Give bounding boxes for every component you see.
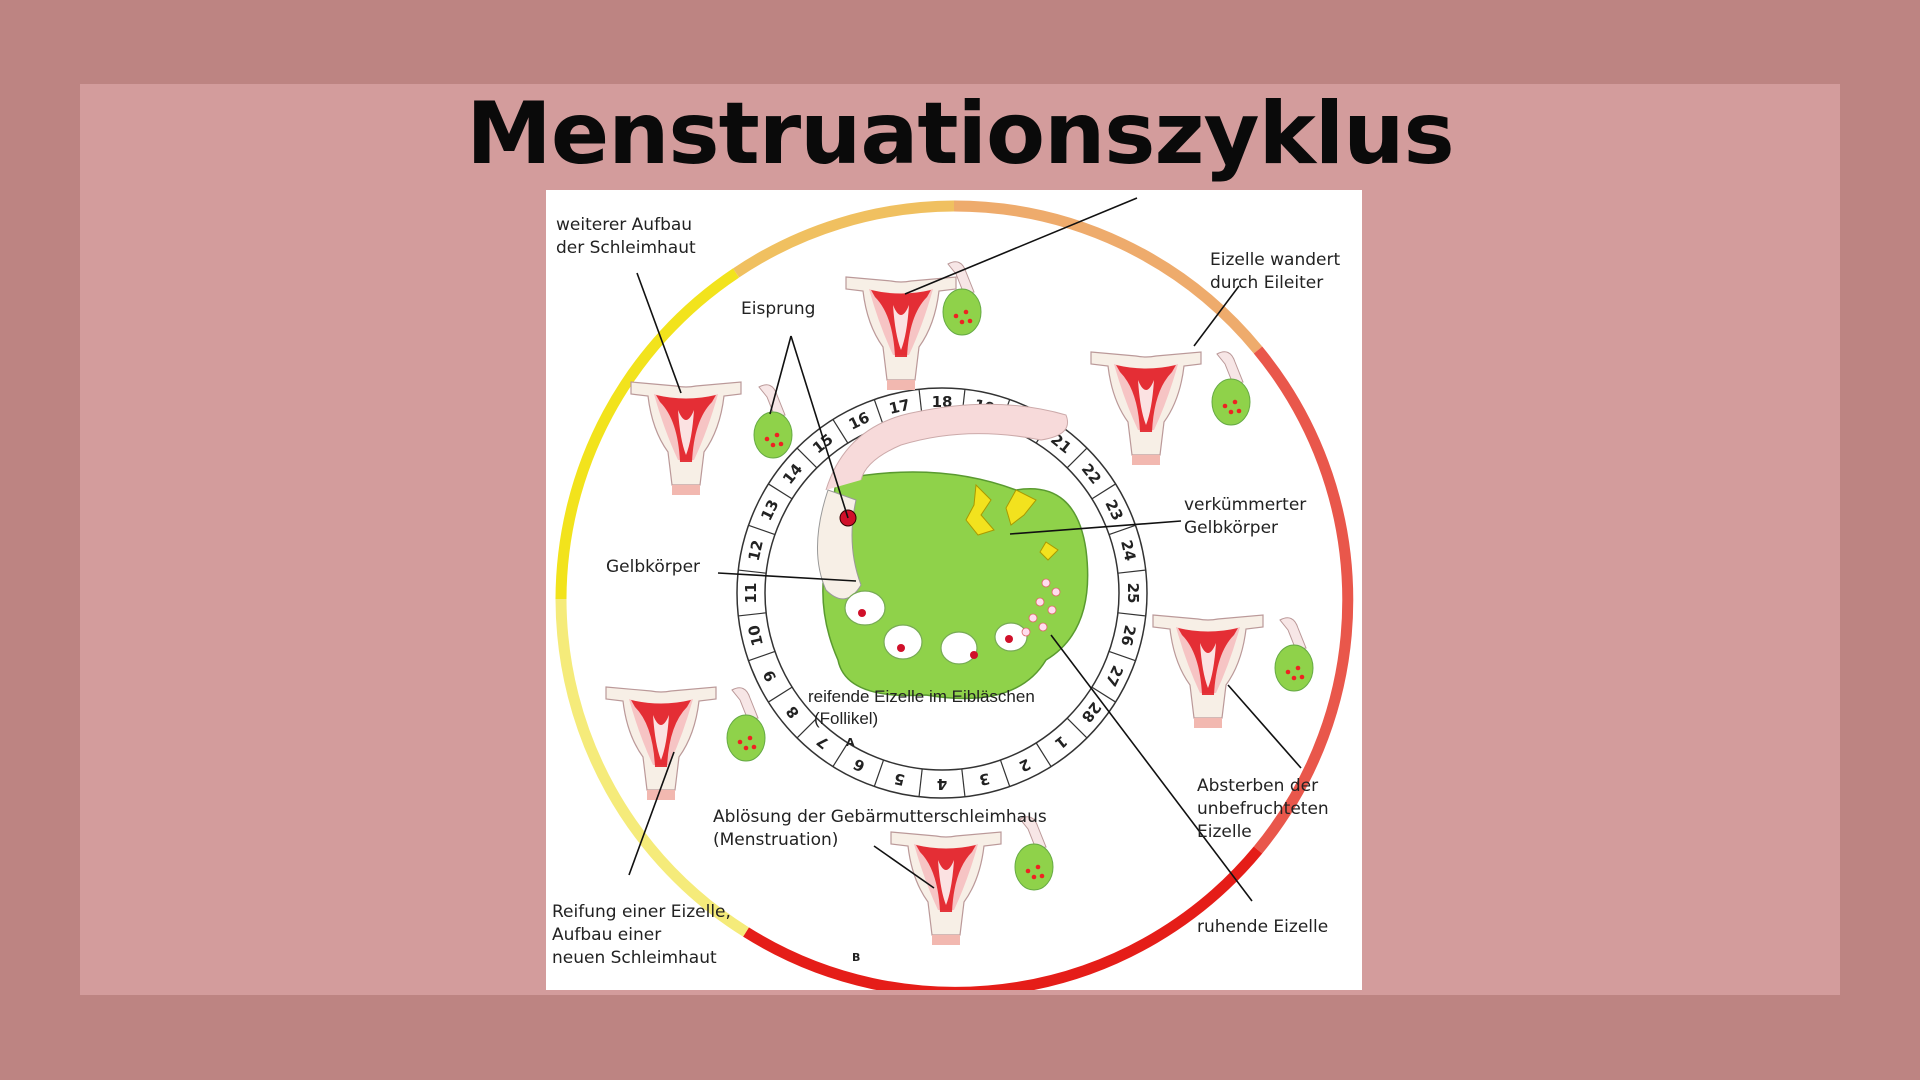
label-eisprung: Eisprung [741, 299, 815, 319]
day-divider [738, 569, 767, 574]
day-label: 10 [745, 623, 767, 647]
day-divider [768, 686, 793, 703]
day-divider [832, 419, 849, 444]
day-divider [918, 768, 923, 797]
ovary-icon [942, 261, 982, 336]
uterus-icon [1090, 351, 1202, 466]
day-divider [1066, 717, 1088, 739]
uterus-icon [890, 831, 1002, 946]
day-divider [748, 524, 776, 536]
day-divider [748, 650, 776, 662]
marker-b: B [852, 951, 860, 964]
label-abloesung: Ablösung der Gebärmutterschleimhaus(Mens… [713, 807, 1047, 850]
label-ruhende-eizelle: ruhende Eizelle [1197, 917, 1328, 937]
day-divider [738, 612, 767, 617]
day-label: 5 [892, 769, 906, 789]
day-divider [1066, 447, 1088, 469]
cycle-ring [555, 200, 1354, 998]
day-label: 25 [1124, 583, 1142, 604]
menstrual-cycle-diagram: 1234567891011121314151617181920212223242… [546, 190, 1362, 998]
day-label: 11 [742, 583, 760, 604]
ovary-icon [753, 384, 793, 459]
label-gelbkoerper: Gelbkörper [606, 557, 700, 577]
ovary-icon [726, 687, 766, 762]
uterus-icon [605, 686, 717, 801]
day-label: 17 [887, 396, 911, 418]
day-divider [1117, 569, 1146, 574]
day-divider [1117, 612, 1146, 617]
pointer-lines [628, 197, 1302, 902]
day-label: 4 [937, 775, 947, 793]
uterus-icon [1152, 614, 1264, 729]
ovary-icon [1211, 351, 1251, 426]
day-label: 24 [1117, 538, 1139, 562]
day-divider [832, 742, 849, 767]
label-reifende-eizelle: reifende Eizelle im Eibläschen(Follikel) [808, 687, 1035, 728]
day-divider [796, 447, 818, 469]
day-label: 26 [1117, 623, 1139, 647]
day-label: 3 [977, 769, 991, 789]
day-divider [1035, 742, 1052, 767]
day-divider [873, 759, 885, 787]
ovary-icon [1274, 617, 1314, 692]
day-divider [961, 768, 966, 797]
central-ovary [816, 403, 1089, 700]
day-label: 12 [745, 538, 767, 562]
day-divider [999, 759, 1011, 787]
slide-title: Menstruationszyklus [466, 84, 1454, 184]
marker-a: A [846, 736, 855, 749]
ovary-icon [1014, 816, 1054, 891]
uterus-icon [630, 381, 742, 496]
day-divider [1091, 483, 1116, 500]
day-divider [1108, 524, 1136, 536]
day-divider [1108, 650, 1136, 662]
day-divider [1091, 686, 1116, 703]
day-divider [873, 399, 885, 427]
day-divider [796, 717, 818, 739]
day-divider [768, 483, 793, 500]
uterus-icon [845, 276, 957, 391]
